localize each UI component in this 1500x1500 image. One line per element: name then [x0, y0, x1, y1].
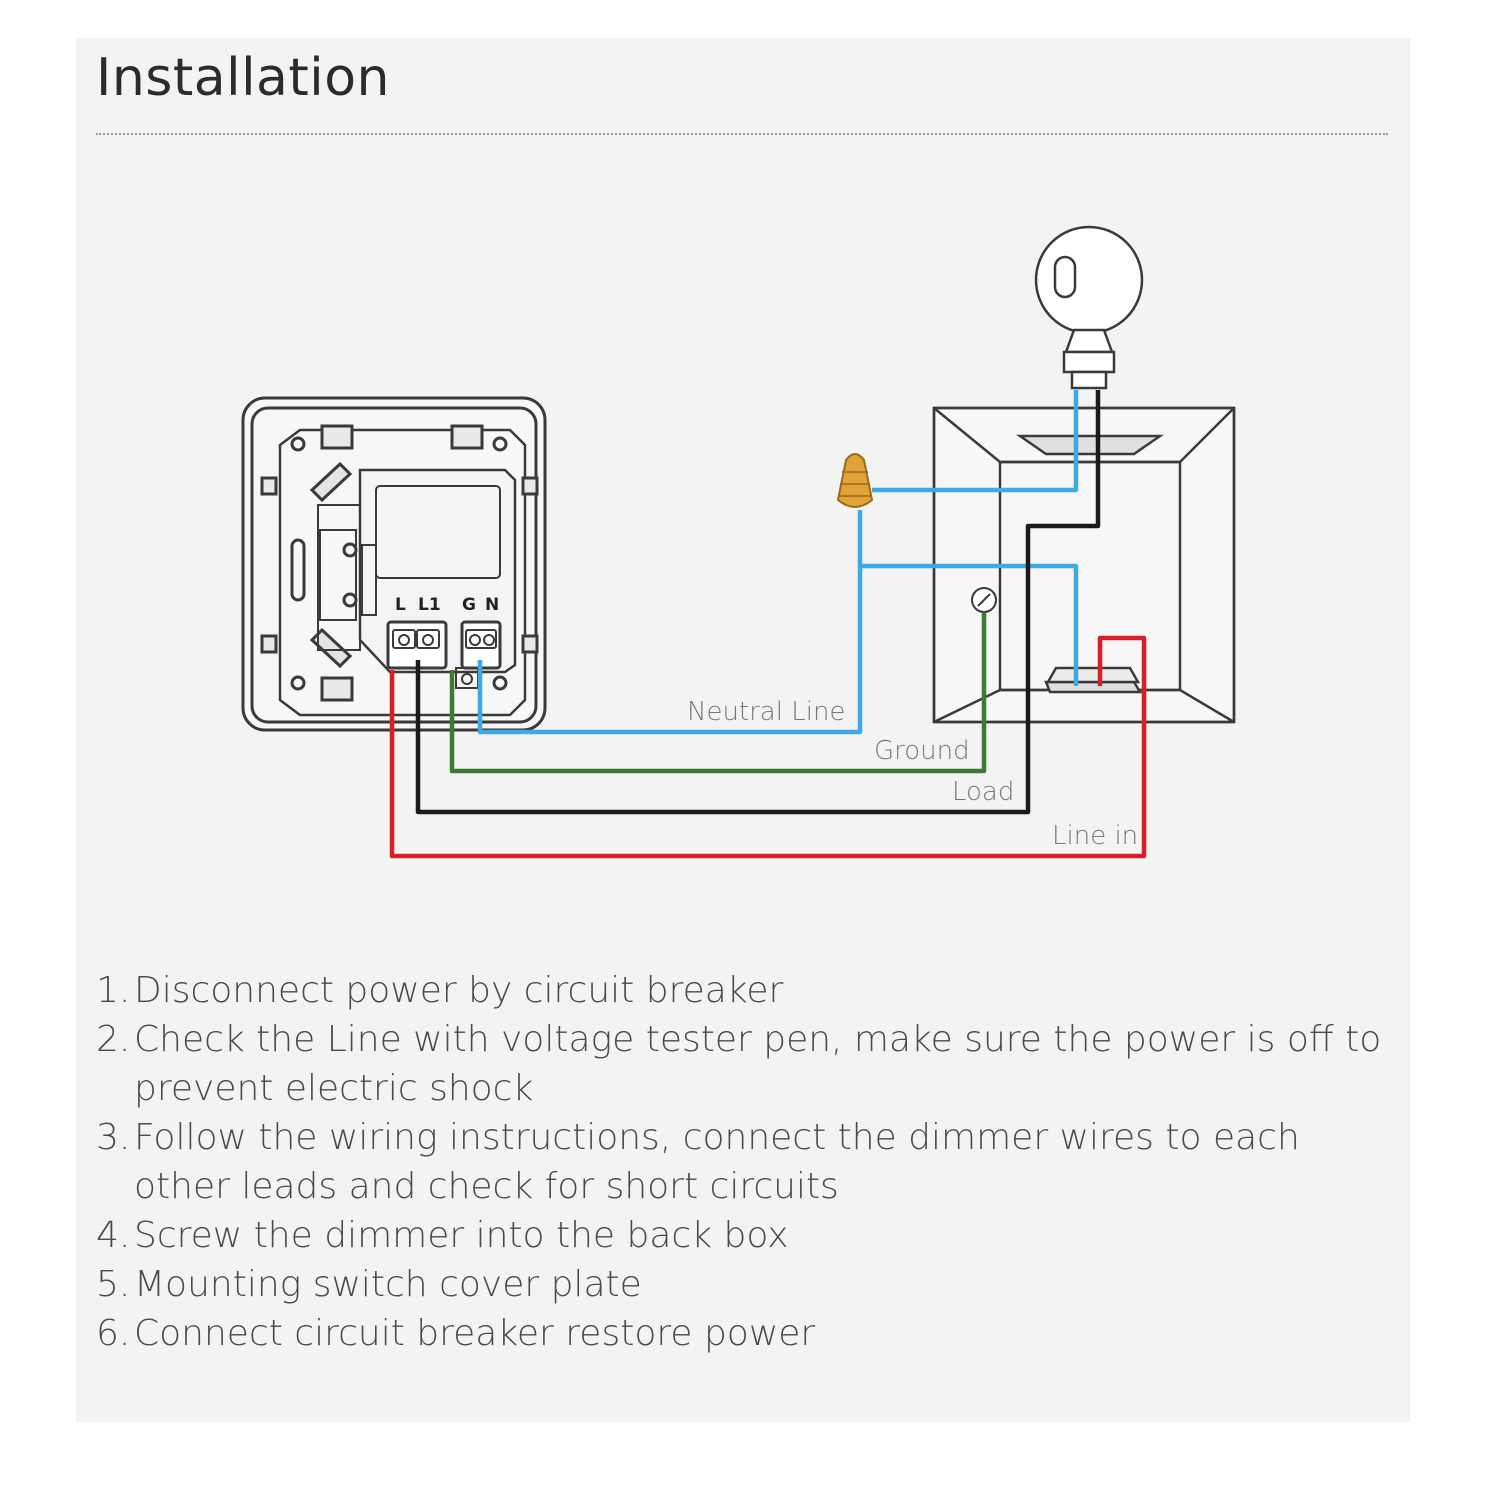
neutral-wire — [477, 390, 1079, 735]
dimmer-module — [241, 396, 547, 732]
step-item: 3.Follow the wiring instructions, connec… — [96, 1117, 1300, 1207]
neutral-line-label: Neutral Line — [687, 697, 845, 727]
load-wire — [415, 390, 1101, 815]
step-item: 2.Check the Line with voltage tester pen… — [96, 1019, 1382, 1109]
step-item: 5.Mounting switch cover plate — [96, 1264, 642, 1305]
step-item: 4.Screw the dimmer into the back box — [96, 1215, 789, 1256]
terminal-label-g: G — [462, 595, 476, 615]
line-in-wire — [389, 635, 1147, 859]
ground-wire — [449, 612, 987, 774]
ground-label: Ground — [874, 736, 970, 766]
step-item: 6.Connect circuit breaker restore power — [96, 1313, 816, 1354]
ground-screw-icon — [971, 587, 997, 613]
line-in-label: Line in — [1052, 821, 1138, 851]
terminal-label-n: N — [485, 595, 499, 615]
load-label: Load — [952, 777, 1014, 807]
title-divider — [96, 133, 1388, 135]
wire-nut-icon — [836, 453, 874, 508]
terminal-label-l: L — [395, 595, 406, 615]
page-title: Installation — [96, 48, 391, 108]
installation-steps: 1.Disconnect power by circuit breaker 2.… — [96, 966, 1406, 1358]
terminal-label-l1: L1 — [418, 595, 441, 615]
light-bulb-icon — [1034, 225, 1144, 390]
step-item: 1.Disconnect power by circuit breaker — [96, 970, 784, 1011]
